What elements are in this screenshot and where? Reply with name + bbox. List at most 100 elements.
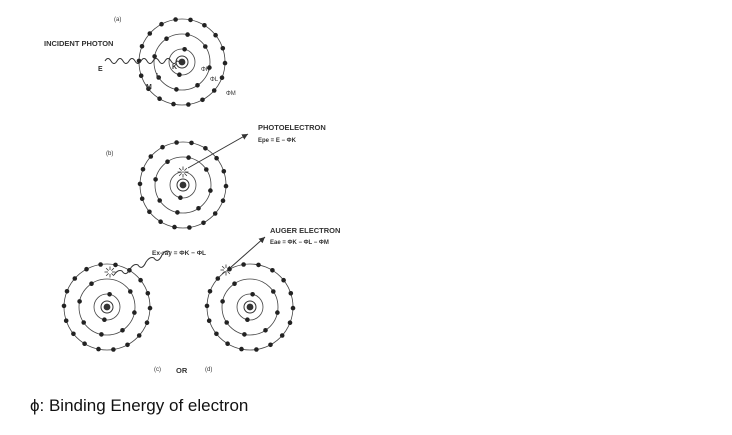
- electron: [61, 303, 67, 309]
- electron: [81, 320, 86, 325]
- electron: [89, 281, 94, 287]
- electron: [281, 277, 286, 283]
- auger-equation: Eae = ΦK − ΦL − ΦM: [270, 240, 329, 246]
- electron: [147, 31, 153, 36]
- electron: [174, 140, 179, 145]
- shell-m-label: M: [146, 84, 152, 91]
- electron-shell: [154, 156, 212, 214]
- electron: [239, 346, 244, 352]
- electron: [171, 101, 176, 107]
- electron: [220, 198, 226, 203]
- or-label: OR: [176, 366, 188, 375]
- electron: [189, 140, 194, 146]
- electron-shell: [169, 171, 197, 199]
- electron: [223, 183, 229, 189]
- electron: [214, 331, 219, 337]
- electron: [111, 347, 116, 352]
- electron: [288, 291, 294, 296]
- electron: [270, 268, 275, 273]
- electron: [125, 342, 130, 348]
- photoelectron-label: PHOTOELECTRON: [258, 123, 326, 132]
- electron: [63, 318, 69, 324]
- electron-shell: [221, 278, 279, 336]
- photoelectron-arrow: [187, 133, 249, 169]
- electron: [138, 277, 143, 283]
- electron: [188, 17, 193, 23]
- electron: [271, 289, 276, 294]
- electron: [140, 167, 146, 172]
- electron: [107, 292, 112, 297]
- electron: [139, 44, 145, 49]
- electron: [241, 262, 246, 267]
- electron: [77, 299, 82, 304]
- electron: [165, 159, 170, 164]
- electron: [203, 44, 208, 49]
- electron: [144, 320, 150, 326]
- vacancy-ray: [178, 173, 182, 177]
- electron: [172, 224, 177, 230]
- electron: [120, 328, 125, 333]
- shell-k-label: K: [172, 64, 177, 71]
- electron: [186, 155, 191, 160]
- electron: [203, 146, 208, 151]
- panel-d-tag: (d): [205, 367, 212, 373]
- electron: [254, 347, 259, 352]
- electron: [220, 46, 226, 51]
- electron: [96, 346, 101, 352]
- electron: [268, 342, 273, 348]
- electron: [136, 333, 142, 338]
- electron: [148, 154, 154, 159]
- electron: [99, 332, 104, 337]
- electron: [242, 332, 247, 337]
- vacancy-ray: [105, 273, 109, 277]
- electron: [185, 32, 190, 37]
- panel-a-tag: (a): [114, 17, 121, 23]
- electron: [157, 96, 162, 101]
- electron: [222, 60, 228, 66]
- electron: [82, 341, 87, 347]
- electron: [177, 72, 182, 77]
- electron: [64, 289, 70, 294]
- electron: [187, 225, 192, 230]
- xray-wave: [113, 250, 171, 276]
- vacancy-ray: [184, 173, 188, 177]
- electron: [160, 144, 165, 150]
- vacancy-ray: [221, 271, 225, 275]
- phi-l-label: ΦL: [210, 77, 219, 83]
- electron: [208, 188, 213, 193]
- electron: [220, 299, 225, 304]
- vacancy-ray: [184, 167, 188, 171]
- electron: [215, 276, 221, 281]
- electron: [212, 211, 218, 216]
- auger-electron-label: AUGER ELECTRON: [270, 226, 340, 235]
- electron: [164, 36, 169, 41]
- electron: [204, 167, 209, 172]
- electron: [157, 198, 162, 203]
- electron: [156, 75, 161, 80]
- electron: [214, 155, 219, 161]
- electron: [196, 206, 201, 211]
- vacancy-ray: [178, 167, 182, 171]
- electron: [175, 210, 180, 215]
- electron: [206, 318, 212, 324]
- electron: [182, 47, 187, 52]
- phi-k-label: ΦK: [201, 67, 210, 73]
- electron: [98, 262, 103, 267]
- electron: [224, 320, 229, 325]
- atom-b: [137, 140, 229, 230]
- electron: [213, 32, 218, 38]
- electron: [207, 289, 213, 294]
- electron: [153, 177, 158, 182]
- nucleus: [246, 303, 254, 311]
- electron: [201, 220, 206, 226]
- electron: [202, 23, 207, 28]
- vacancy-burst-c: [104, 266, 116, 278]
- electron: [71, 331, 76, 337]
- electron: [225, 341, 230, 347]
- electron: [279, 333, 285, 338]
- vacancy-burst-d: [220, 264, 232, 276]
- incident-photon-wave: [104, 58, 183, 64]
- electron: [137, 181, 143, 187]
- panel-b-tag: (b): [106, 151, 113, 157]
- vacancy-ray: [105, 267, 109, 271]
